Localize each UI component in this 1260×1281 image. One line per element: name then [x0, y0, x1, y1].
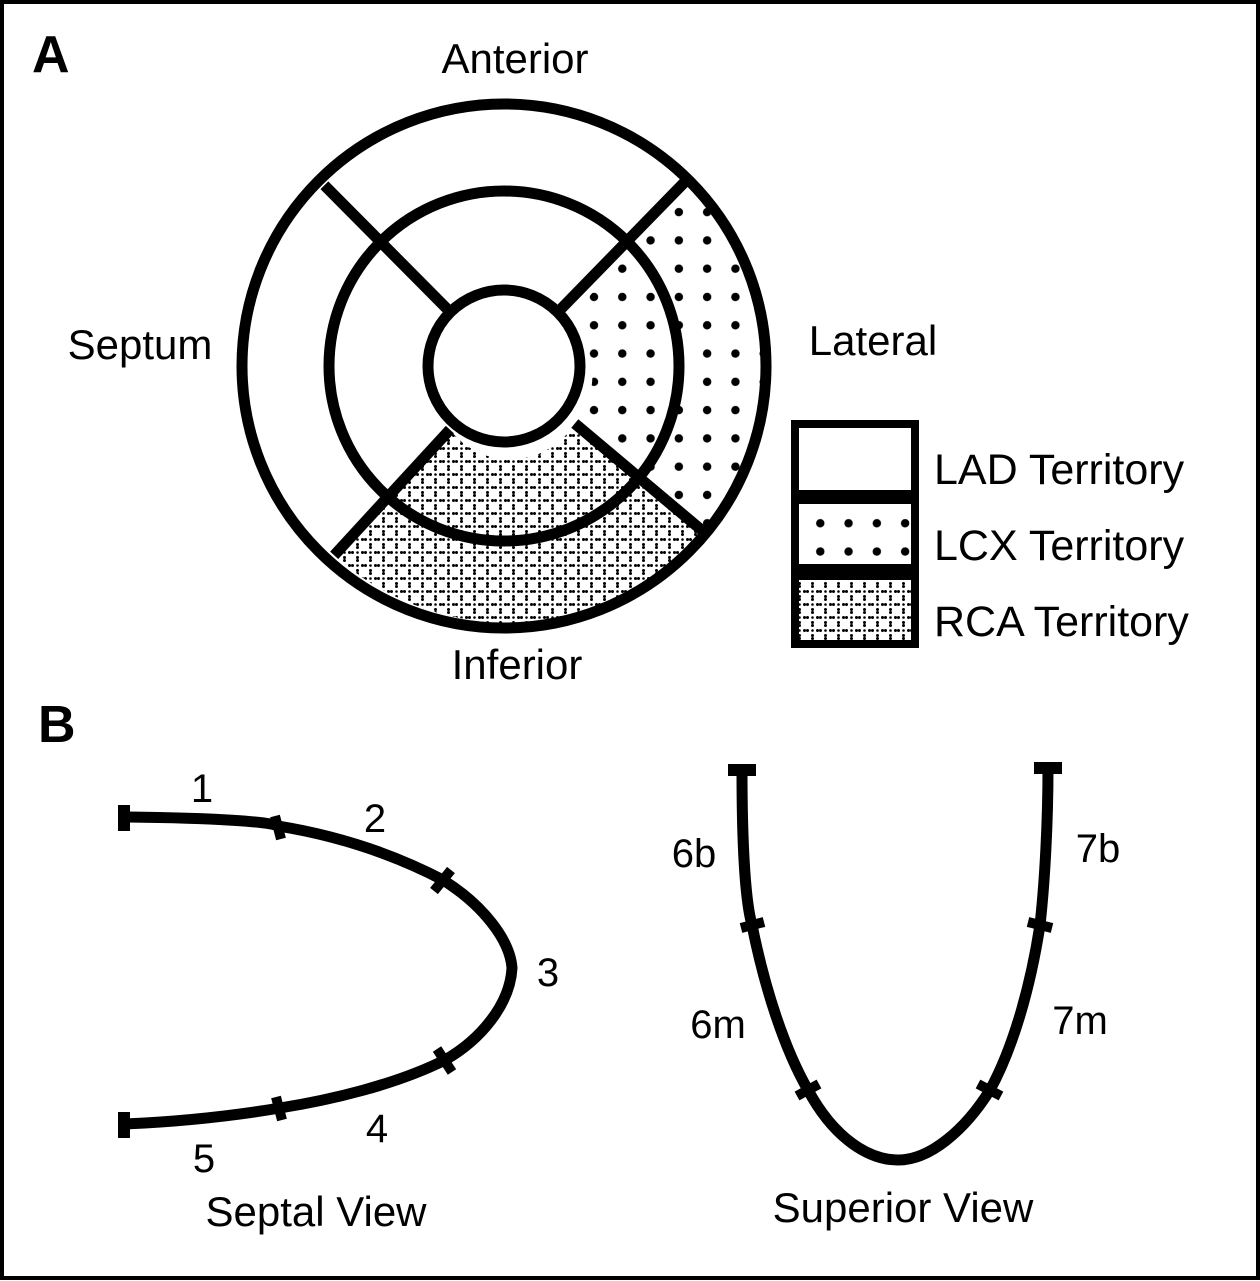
divider-lower-right: [571, 419, 710, 539]
panel-a: A Anterior Septum Lateral Inferior LAD T…: [32, 26, 1189, 688]
septal-tick-2-3: [430, 866, 455, 895]
legend-swatch-lcx: [791, 496, 919, 572]
legend-swatch-lad: [791, 420, 919, 498]
divider-lower-left: [330, 425, 454, 560]
figure-svg: A Anterior Septum Lateral Inferior LAD T…: [32, 26, 1189, 1235]
lcx-territory-region: [569, 178, 767, 535]
legend: LAD Territory LCX Territory RCA Territor…: [791, 420, 1189, 648]
superior-view-title: Superior View: [773, 1184, 1034, 1231]
superior-tick-6m-apex: [794, 1079, 822, 1101]
divider-upper-left: [320, 181, 455, 317]
segment-label-1: 1: [191, 767, 213, 811]
label-lateral: Lateral: [809, 317, 937, 364]
panel-b-letter: B: [38, 696, 76, 754]
superior-view: 6b 6m 7b 7m Superior View: [672, 762, 1121, 1231]
segment-label-4: 4: [366, 1107, 388, 1151]
outer-ring: [236, 98, 772, 634]
legend-swatch-rca: [791, 572, 919, 648]
segment-label-2: 2: [364, 797, 386, 841]
superior-tick-7b-7m: [1026, 917, 1054, 933]
segment-label-3: 3: [537, 951, 559, 995]
superior-tick-7m-apex: [975, 1079, 1004, 1101]
panel-b: B 1 2 3 4 5 Septal View 6b: [38, 696, 1120, 1235]
septal-view-title: Septal View: [205, 1188, 427, 1235]
segment-label-7b: 7b: [1076, 827, 1121, 871]
septal-view: 1 2 3 4 5 Septal View: [118, 767, 559, 1235]
segment-label-5: 5: [193, 1137, 215, 1181]
segment-label-6b: 6b: [672, 832, 717, 876]
middle-ring: [323, 185, 685, 547]
septal-tick-3-4: [432, 1046, 457, 1075]
legend-label-rca: RCA Territory: [934, 598, 1189, 646]
label-septum: Septum: [68, 321, 213, 368]
septal-tick-4-5: [271, 1095, 287, 1122]
legend-label-lad: LAD Territory: [934, 446, 1185, 494]
segment-label-6m: 6m: [690, 1003, 746, 1047]
label-inferior: Inferior: [452, 641, 583, 688]
rca-territory-region: [334, 423, 707, 623]
bullseye-diagram: [236, 98, 772, 634]
panel-a-letter: A: [32, 26, 70, 84]
center-circle: [422, 284, 586, 448]
superior-curve: [736, 767, 1054, 1166]
superior-tick-6b-6m: [739, 917, 766, 933]
septal-tick-1-2: [270, 814, 286, 841]
septal-curve: [124, 811, 518, 1130]
legend-label-lcx: LCX Territory: [934, 522, 1185, 570]
divider-upper-right: [553, 175, 692, 317]
label-anterior: Anterior: [441, 35, 588, 82]
segment-label-7m: 7m: [1052, 999, 1108, 1043]
